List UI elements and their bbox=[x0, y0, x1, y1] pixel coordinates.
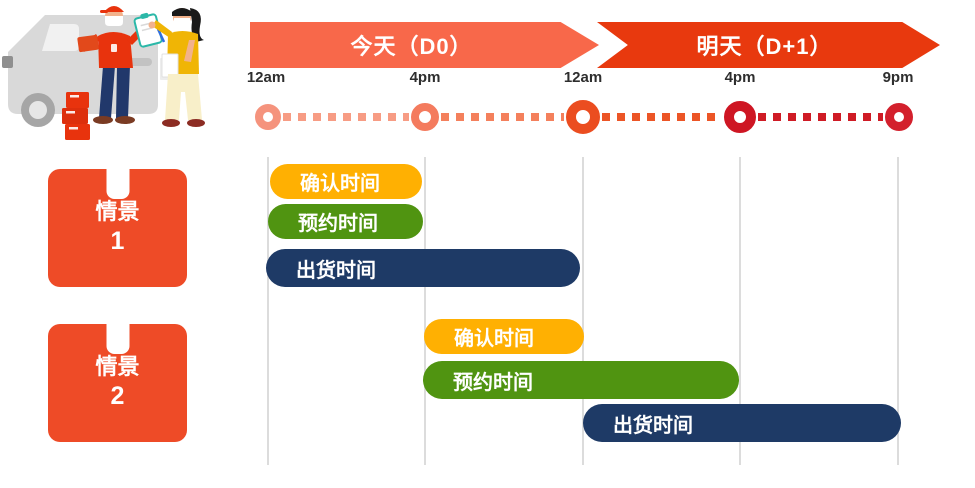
delivery-courier-illustration bbox=[2, 6, 205, 140]
gridline-12am-d1 bbox=[582, 157, 584, 465]
scenario-2-number: 2 bbox=[110, 382, 125, 411]
bar-ship-time-s1: 出货时间 bbox=[266, 249, 580, 287]
bar-confirm-time-s2: 确认时间 bbox=[424, 319, 584, 354]
tick-label-12am-d1: 12am bbox=[563, 69, 603, 86]
scenario-1-number: 1 bbox=[110, 227, 125, 256]
bar-confirm-time-s1: 确认时间 bbox=[270, 164, 422, 199]
banner-tomorrow: 明天（D+1） bbox=[597, 22, 940, 68]
gridline-12am-d0 bbox=[267, 157, 269, 465]
scenario-2-box: 情景 2 bbox=[48, 324, 187, 442]
banner-today-label: 今天（D0） bbox=[350, 34, 473, 59]
scenario-1-box: 情景 1 bbox=[48, 169, 187, 287]
timeline-node-3 bbox=[566, 100, 600, 134]
timeline-connector-3 bbox=[602, 113, 722, 121]
red-boxes-icon bbox=[62, 92, 90, 140]
gridline-9pm-d1 bbox=[897, 157, 899, 465]
tick-label-4pm-d1: 4pm bbox=[724, 69, 756, 86]
courier-icon bbox=[77, 6, 151, 124]
timeline-connector-4 bbox=[758, 113, 883, 121]
scenario-1-title: 情景 bbox=[95, 199, 140, 224]
box-notch bbox=[106, 324, 129, 354]
bar-ship-time-s2: 出货时间 bbox=[583, 404, 901, 442]
bar-reserve-time-s2: 预约时间 bbox=[423, 361, 739, 399]
bar-reserve-time-s1: 预约时间 bbox=[268, 204, 423, 239]
tick-label-4pm-d0: 4pm bbox=[409, 69, 441, 86]
tick-label-12am-d0: 12am bbox=[246, 69, 286, 86]
banner-today: 今天（D0） bbox=[250, 22, 599, 68]
timeline-connector-2 bbox=[441, 113, 564, 121]
tick-label-9pm-d1: 9pm bbox=[882, 69, 914, 86]
gridline-4pm-d1 bbox=[739, 157, 741, 465]
gridline-4pm-d0 bbox=[424, 157, 426, 465]
timeline-node-5 bbox=[885, 103, 913, 131]
customer-icon bbox=[148, 8, 205, 127]
pen-icon bbox=[156, 28, 166, 43]
timeline-node-1 bbox=[255, 104, 281, 130]
timeline-node-2 bbox=[411, 103, 439, 131]
scenario-2-title: 情景 bbox=[95, 354, 140, 379]
timeline-node-4 bbox=[724, 101, 756, 133]
banner-tomorrow-label: 明天（D+1） bbox=[696, 34, 833, 59]
timeline-connector-1 bbox=[283, 113, 409, 121]
box-notch bbox=[106, 169, 129, 199]
